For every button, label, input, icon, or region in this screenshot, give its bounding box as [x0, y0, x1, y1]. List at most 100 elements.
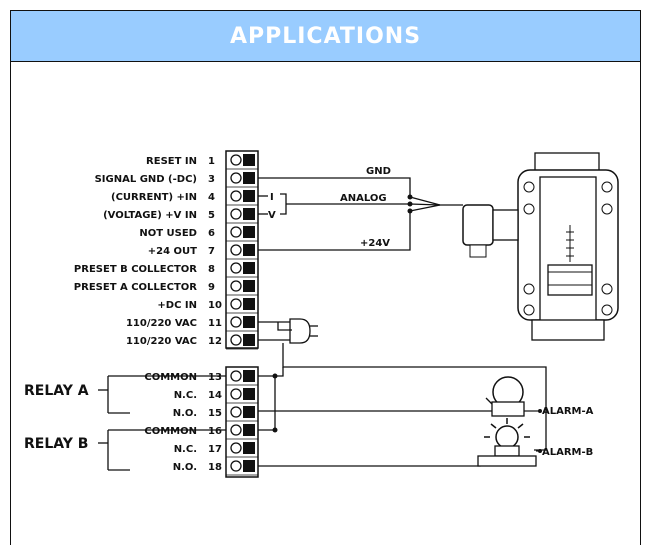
terminal-row: SIGNAL GND (-DC) 3 — [95, 172, 258, 188]
terminal-number: 3 — [208, 174, 215, 185]
terminal-clamp-icon — [243, 244, 255, 256]
terminal-screw-icon — [230, 460, 242, 472]
terminal-clamp-icon — [243, 172, 255, 184]
terminal-label: 110/220 VAC — [126, 336, 197, 347]
relay-b-label: RELAY B — [24, 436, 88, 452]
gnd-label: GND — [366, 166, 391, 177]
terminal-screw-icon — [230, 406, 242, 418]
terminal-clamp-icon — [243, 190, 255, 202]
terminal-screw-icon — [230, 154, 242, 166]
terminal-screw-icon — [230, 226, 242, 238]
terminal-row: COMMON 13 — [144, 370, 258, 386]
terminal-number: 14 — [208, 390, 222, 401]
terminal-number: 1 — [208, 156, 215, 167]
terminal-row: +DC IN 10 — [157, 298, 258, 314]
terminal-row: (CURRENT) +IN 4 — [111, 190, 258, 206]
terminal-row: N.C. 17 — [174, 442, 258, 458]
terminal-row: COMMON 16 — [144, 424, 258, 440]
terminal-label: 110/220 VAC — [126, 318, 197, 329]
terminal-number: 13 — [208, 372, 222, 383]
relay-a-label: RELAY A — [24, 383, 89, 399]
terminal-label: RESET IN — [146, 156, 197, 167]
terminal-screw-icon — [230, 280, 242, 292]
terminal-clamp-icon — [243, 280, 255, 292]
alarm-lamp-icon — [477, 418, 542, 467]
terminal-clamp-icon — [243, 442, 255, 454]
terminal-clamp-icon — [243, 316, 255, 328]
terminal-number: 4 — [208, 192, 215, 203]
terminal-row: N.O. 18 — [173, 460, 258, 476]
terminal-number: 17 — [208, 444, 222, 455]
terminal-row: N.C. 14 — [174, 388, 258, 404]
terminal-clamp-icon — [243, 208, 255, 220]
terminal-label: N.O. — [173, 462, 197, 473]
terminal-clamp-icon — [243, 370, 255, 382]
terminal-clamp-icon — [243, 334, 255, 346]
terminal-row: 110/220 VAC 12 — [126, 334, 258, 350]
flow-meter-icon — [462, 152, 619, 341]
terminal-screw-icon — [230, 244, 242, 256]
terminal-screw-icon — [230, 190, 242, 202]
terminal-row: N.O. 15 — [173, 406, 258, 422]
terminal-label: N.C. — [174, 390, 197, 401]
terminal-label: SIGNAL GND (-DC) — [95, 174, 197, 185]
header-bar: APPLICATIONS — [11, 11, 640, 62]
terminal-clamp-icon — [243, 226, 255, 238]
terminal-screw-icon — [230, 424, 242, 436]
terminal-label: +DC IN — [157, 300, 197, 311]
terminal-row: (VOLTAGE) +V IN 5 — [103, 208, 258, 224]
terminal-label: COMMON — [144, 426, 197, 437]
terminal-number: 16 — [208, 426, 222, 437]
terminal-number: 11 — [208, 318, 222, 329]
terminal-clamp-icon — [243, 406, 255, 418]
terminal-clamp-icon — [243, 262, 255, 274]
alarm-a-label: ALARM-A — [542, 406, 594, 417]
terminal-clamp-icon — [243, 298, 255, 310]
signal-wires — [258, 177, 463, 251]
terminal-clamp-icon — [243, 460, 255, 472]
terminal-row: +24 OUT 7 — [148, 244, 258, 260]
terminal-screw-icon — [230, 370, 242, 382]
terminal-clamp-icon — [243, 424, 255, 436]
terminal-row: RESET IN 1 — [146, 154, 258, 170]
terminal-row: NOT USED 6 — [139, 226, 258, 242]
analog-label: ANALOG — [340, 193, 387, 204]
terminal-label: PRESET B COLLECTOR — [74, 264, 197, 275]
terminal-screw-icon — [230, 208, 242, 220]
terminal-screw-icon — [230, 298, 242, 310]
terminal-number: 10 — [208, 300, 222, 311]
terminal-label: NOT USED — [139, 228, 197, 239]
terminal-number: 6 — [208, 228, 215, 239]
terminal-number: 12 — [208, 336, 222, 347]
terminal-screw-icon — [230, 334, 242, 346]
terminal-number: 15 — [208, 408, 222, 419]
terminal-label: N.O. — [173, 408, 197, 419]
terminal-label: COMMON — [144, 372, 197, 383]
terminal-number: 18 — [208, 462, 222, 473]
terminal-label: +24 OUT — [148, 246, 197, 257]
voltage-v-label: V — [268, 210, 276, 221]
terminal-screw-icon — [230, 388, 242, 400]
terminal-label: PRESET A COLLECTOR — [74, 282, 197, 293]
alarm-bell-icon — [485, 376, 542, 417]
terminal-screw-icon — [230, 172, 242, 184]
terminal-row: 110/220 VAC 11 — [126, 316, 258, 332]
terminal-label: (CURRENT) +IN — [111, 192, 197, 203]
terminal-row: PRESET A COLLECTOR 9 — [74, 280, 258, 296]
v24-label: +24V — [360, 238, 390, 249]
terminal-clamp-icon — [243, 388, 255, 400]
terminal-number: 5 — [208, 210, 215, 221]
terminal-number: 9 — [208, 282, 215, 293]
terminal-label: N.C. — [174, 444, 197, 455]
terminal-row: PRESET B COLLECTOR 8 — [74, 262, 258, 278]
terminal-screw-icon — [230, 316, 242, 328]
terminal-number: 7 — [208, 246, 215, 257]
current-i-label: I — [270, 192, 274, 203]
alarm-b-label: ALARM-B — [542, 447, 593, 458]
page-title: APPLICATIONS — [229, 23, 422, 49]
terminal-number: 8 — [208, 264, 215, 275]
relay-brackets — [98, 375, 226, 471]
terminal-screw-icon — [230, 262, 242, 274]
terminal-label: (VOLTAGE) +V IN — [103, 210, 197, 221]
